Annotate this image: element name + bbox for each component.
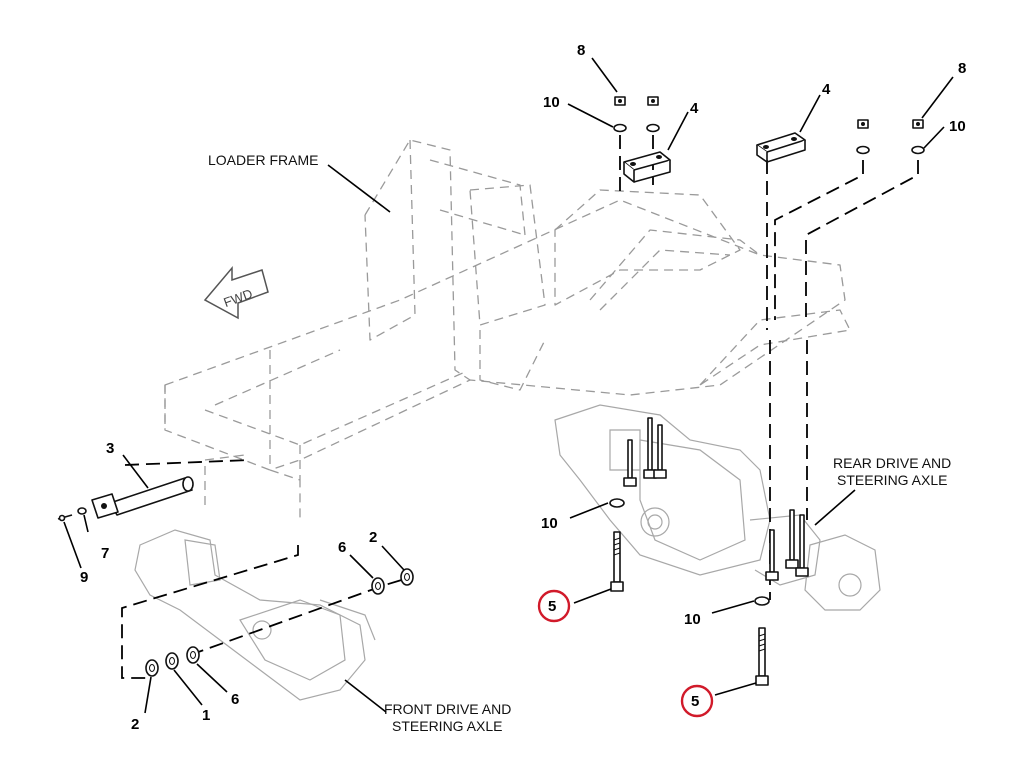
nut-right-1 xyxy=(857,119,869,129)
nut-left-2 xyxy=(647,96,659,106)
washer-right-bottom xyxy=(754,596,770,606)
retainer-washer xyxy=(77,507,87,515)
assembly-lines xyxy=(121,135,919,679)
callout-9: 9 xyxy=(80,569,88,586)
shim-front-1 xyxy=(165,652,179,670)
callout-10-right-bottom: 10 xyxy=(684,611,701,628)
spacer-plate-right xyxy=(756,132,806,163)
loader-frame-ghost xyxy=(164,139,851,520)
washer-mid xyxy=(609,498,625,508)
callout-6-top: 6 xyxy=(338,539,346,556)
rear-axle-ghost xyxy=(554,404,881,611)
retainer-screw xyxy=(57,514,73,522)
callout-2-bottom: 2 xyxy=(131,716,139,733)
front-axle-label-line2: STEERING AXLE xyxy=(392,718,502,734)
rear-axle-label-line1: REAR DRIVE AND xyxy=(833,455,951,471)
shim-front-6 xyxy=(186,646,200,664)
callout-8-left: 8 xyxy=(577,42,585,59)
spacer-plate-left xyxy=(623,151,671,183)
shim-rear-6 xyxy=(371,577,385,595)
shim-front-2 xyxy=(145,659,159,677)
shim-rear-2 xyxy=(400,568,414,586)
pivot-pin xyxy=(91,476,194,519)
callout-8-right: 8 xyxy=(958,60,966,77)
callout-5-left: 5 xyxy=(548,598,556,615)
callout-6-bottom: 6 xyxy=(231,691,239,708)
loader-frame-label: LOADER FRAME xyxy=(208,152,318,168)
callout-10-right-top: 10 xyxy=(949,118,966,135)
callout-10-mid: 10 xyxy=(541,515,558,532)
callout-1: 1 xyxy=(202,707,210,724)
mounted-bolts-right xyxy=(765,509,809,581)
bolt-left xyxy=(610,531,624,592)
bolt-right xyxy=(755,627,769,686)
washer-left-2 xyxy=(646,123,660,133)
washer-right-2 xyxy=(911,145,925,155)
callout-3: 3 xyxy=(106,440,114,457)
callout-4-right: 4 xyxy=(822,81,831,98)
callout-2-top: 2 xyxy=(369,529,377,546)
nut-left-1 xyxy=(614,96,626,106)
washer-left-1 xyxy=(613,123,627,133)
nut-right-2 xyxy=(912,119,924,129)
callout-5-right-highlight: 5 xyxy=(680,684,714,718)
front-axle-ghost xyxy=(134,529,376,701)
callout-10-left-top: 10 xyxy=(543,94,560,111)
callout-5-left-highlight: 5 xyxy=(537,589,571,623)
callout-7: 7 xyxy=(101,545,109,562)
mounted-bolts-left xyxy=(623,417,667,487)
front-axle-label-line1: FRONT DRIVE AND xyxy=(384,701,511,717)
callout-leaders xyxy=(63,57,954,714)
callout-4-left: 4 xyxy=(690,100,699,117)
callout-5-right: 5 xyxy=(691,693,699,710)
fwd-arrow: FWD xyxy=(203,265,269,320)
rear-axle-label-line2: STEERING AXLE xyxy=(837,472,947,488)
washer-right-1 xyxy=(856,145,870,155)
